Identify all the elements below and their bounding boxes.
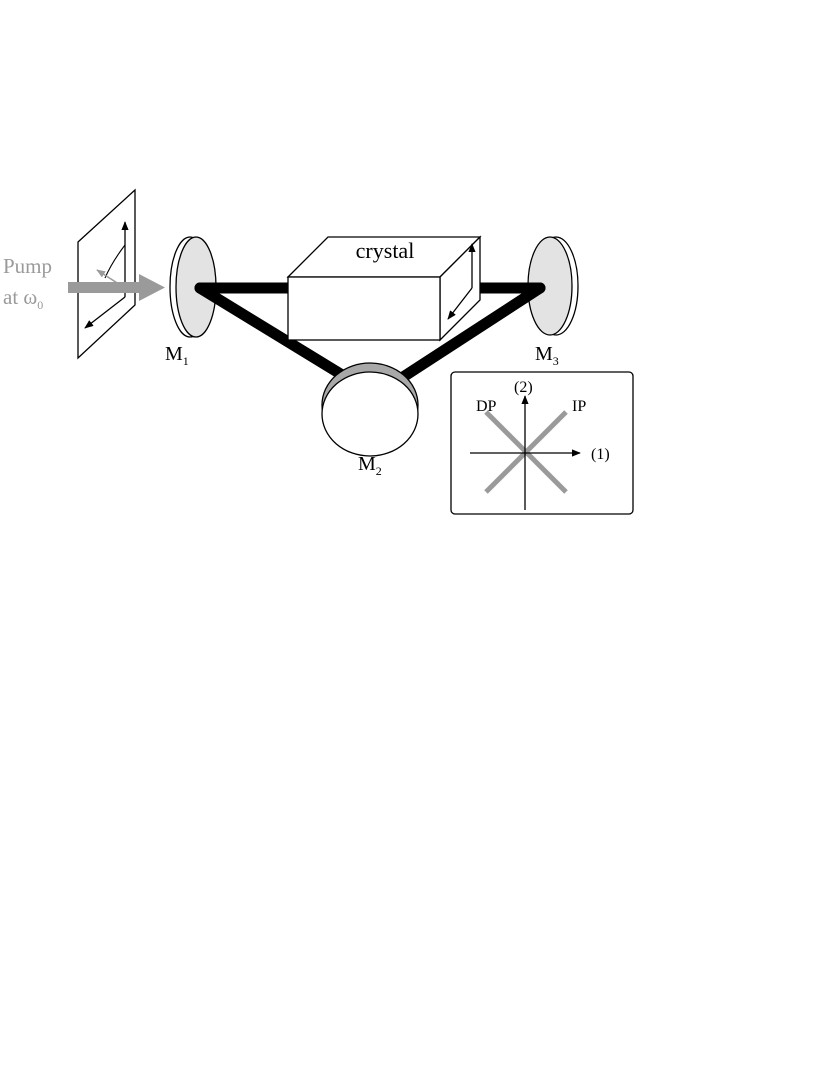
mirror-m3 [527, 236, 579, 336]
mirror-m2 [321, 362, 419, 457]
mirror-m3-label: M3 [535, 343, 559, 368]
polarization-inset [450, 371, 634, 515]
crystal-label: crystal [356, 238, 415, 263]
mirror-m2-label: M2 [358, 453, 382, 478]
mirror-m1-label: M1 [165, 343, 189, 368]
polarization-plane [77, 188, 136, 360]
pump-beam [68, 274, 165, 301]
pump-label: Pump [3, 254, 52, 278]
ip-label: IP [572, 398, 586, 415]
dp-label: DP [476, 398, 497, 415]
axis-1-label: (1) [591, 446, 610, 463]
pump-frequency-label: at ω0 [3, 285, 43, 312]
axis-2-label: (2) [514, 379, 533, 396]
crystal [286, 235, 482, 342]
